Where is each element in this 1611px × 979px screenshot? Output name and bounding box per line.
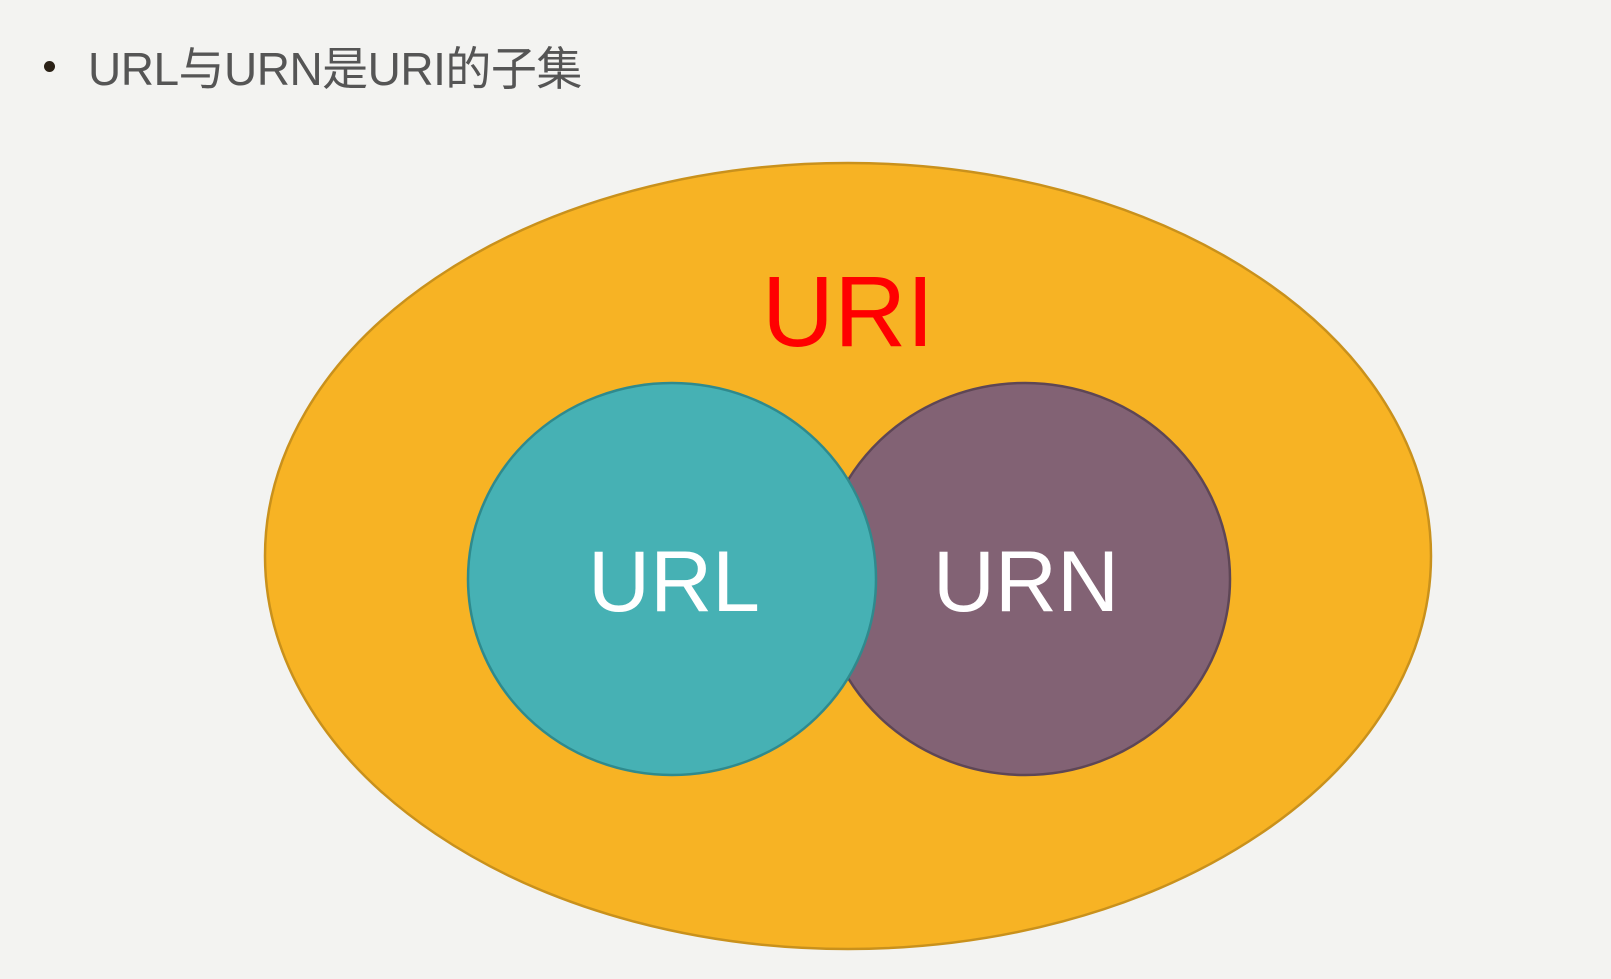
- urn-label: URN: [933, 534, 1119, 630]
- bullet-point: URL与URN是URI的子集: [40, 26, 582, 106]
- url-circle: [466, 381, 878, 777]
- url-label: URL: [588, 534, 760, 630]
- bullet-text: URL与URN是URI的子集: [88, 43, 582, 95]
- uri-label: URI: [762, 256, 934, 368]
- bullet-dot-icon: [44, 60, 55, 72]
